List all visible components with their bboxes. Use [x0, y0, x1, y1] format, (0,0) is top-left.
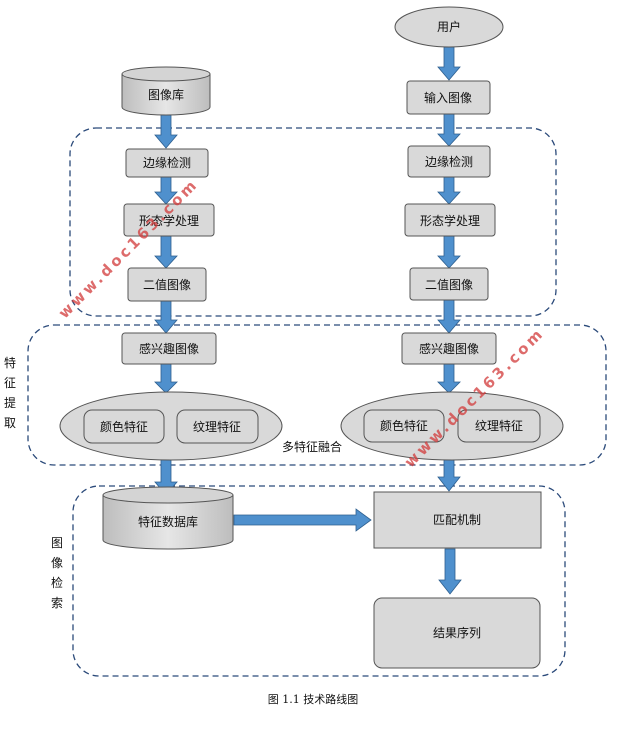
- preprocess-region: [69, 127, 557, 317]
- arrow-roi-to-features-left: [154, 363, 178, 394]
- color-feature-right-box: [363, 409, 445, 443]
- edge-detect-left-label: 边缘检测: [143, 155, 191, 170]
- side-char: 索: [51, 596, 63, 610]
- input-image-label: 输入图像: [424, 90, 472, 105]
- image-retrieval-region: [72, 485, 566, 677]
- arrow-binary-to-roi-right: [437, 299, 461, 334]
- figure-caption: 图 1.1 技术路线图: [268, 692, 359, 706]
- matching-box: [373, 491, 542, 549]
- arrow-morph-to-binary-right: [437, 235, 461, 269]
- arrow-edge-to-morph-left: [154, 176, 178, 205]
- roi-left-box: [121, 332, 217, 365]
- binary-image-left-label: 二值图像: [143, 277, 191, 292]
- arrows: [154, 46, 462, 595]
- edge-detect-right-box: [407, 145, 491, 178]
- binary-image-right-box: [409, 267, 489, 301]
- image-db-cylinder: [121, 66, 211, 116]
- arrow-roi-to-features-right: [437, 363, 461, 394]
- texture-feature-left-box: [176, 409, 259, 444]
- side-char: 取: [4, 416, 16, 430]
- morphology-right-label: 形态学处理: [420, 213, 480, 228]
- edge-detect-left-box: [125, 148, 209, 178]
- user-label: 用户: [437, 19, 461, 34]
- roi-right-box: [401, 332, 497, 365]
- texture-feature-right-label: 纹理特征: [475, 418, 523, 433]
- side-char: 提: [4, 395, 16, 410]
- arrow-edge-to-morph-right: [437, 176, 461, 205]
- input-image-box: [406, 80, 491, 115]
- edge-detect-right-label: 边缘检测: [425, 154, 473, 169]
- features-right-ellipse: [340, 391, 564, 461]
- feature-db-cylinder: [102, 486, 234, 550]
- texture-feature-right-box: [457, 409, 541, 443]
- fusion-label: 多特征融合: [282, 439, 342, 454]
- texture-feature-left-label: 纹理特征: [193, 419, 241, 434]
- arrow-input-to-edge-right: [437, 113, 461, 147]
- color-feature-right-label: 颜色特征: [380, 418, 428, 433]
- arrow-db-to-edge-left: [154, 114, 178, 149]
- side-char: 检: [51, 575, 63, 590]
- feature-db-label: 特征数据库: [138, 514, 198, 529]
- matching-label: 匹配机制: [433, 513, 481, 527]
- binary-image-right-label: 二值图像: [425, 277, 473, 292]
- arrow-morph-to-binary-left: [154, 235, 178, 269]
- result-box: [373, 597, 541, 669]
- arrow-binary-to-roi-left: [154, 300, 178, 334]
- result-label: 结果序列: [433, 625, 481, 640]
- side-char: 特: [4, 355, 16, 370]
- morphology-right-box: [404, 203, 496, 237]
- binary-image-left-box: [127, 267, 207, 302]
- image-db-label: 图像库: [148, 87, 184, 102]
- side-char: 征: [4, 376, 16, 390]
- arrow-featuredb-to-matching: [233, 508, 372, 532]
- side-char: 图: [51, 536, 63, 550]
- color-feature-left-box: [83, 409, 165, 444]
- arrow-features-to-matching: [437, 458, 461, 492]
- morphology-left-box: [123, 203, 215, 237]
- arrow-matching-to-result: [438, 548, 462, 595]
- color-feature-left-label: 颜色特征: [100, 419, 148, 434]
- side-char: 像: [51, 556, 63, 570]
- roi-right-label: 感兴趣图像: [419, 341, 479, 356]
- roi-left-label: 感兴趣图像: [139, 341, 199, 356]
- user-node: [394, 6, 504, 48]
- feature-extraction-region: [27, 324, 607, 466]
- side-label-image-retrieval: 图 像 检 索: [51, 536, 63, 610]
- side-label-feature-extraction: 特 征 提 取: [4, 355, 16, 430]
- morphology-left-label: 形态学处理: [139, 213, 199, 228]
- arrow-user-to-input: [437, 46, 461, 81]
